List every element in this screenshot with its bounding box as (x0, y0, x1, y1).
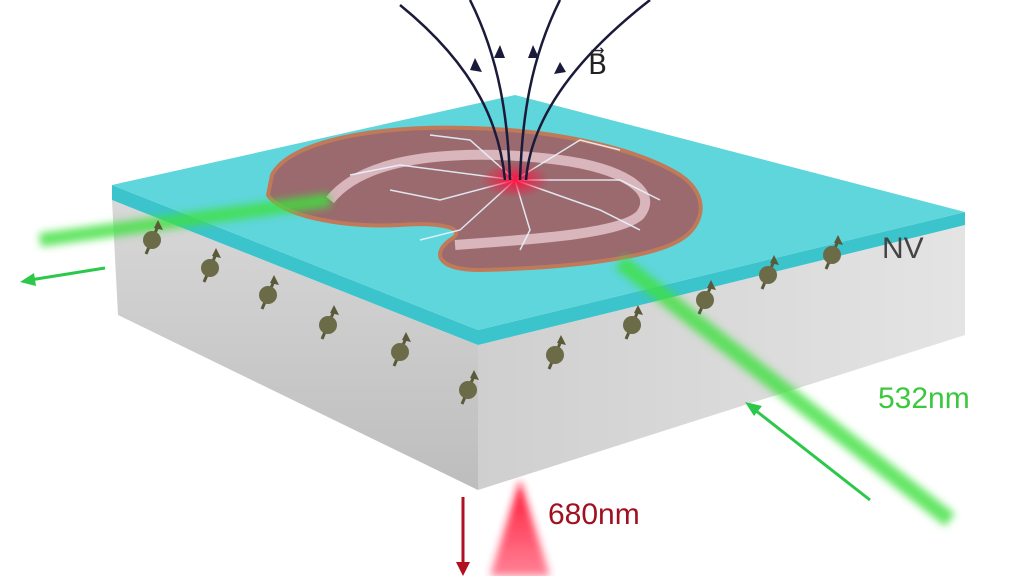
nv-spin (623, 305, 643, 340)
nv-spin-icon (143, 220, 843, 405)
laser-beams (39, 193, 955, 527)
emission-cone (490, 480, 550, 576)
nv-spin (823, 235, 843, 270)
magnetic-field-lines-icon (399, 0, 651, 181)
emission-wavelength-label: 680nm (548, 498, 640, 531)
diamond-top-layer-edge (112, 185, 965, 345)
nv-spin (759, 255, 779, 290)
field-label: B⃗ (588, 49, 608, 80)
nv-spin (319, 305, 339, 340)
hotspot (480, 162, 550, 198)
nv-spin (201, 248, 221, 283)
nv-spin (546, 335, 566, 370)
tissue-stripe (326, 149, 651, 250)
excitation-wavelength-label: 532nm (878, 382, 970, 415)
nv-spin (391, 332, 411, 367)
arrow-icon (20, 266, 871, 576)
diamond-right-face (478, 225, 965, 490)
nv-spin (259, 275, 279, 310)
nv-spin (696, 280, 716, 315)
nv-spin (459, 370, 479, 405)
field-arrowheads (470, 45, 566, 74)
nv-label: NV (882, 232, 924, 265)
nv-spin (143, 220, 163, 255)
